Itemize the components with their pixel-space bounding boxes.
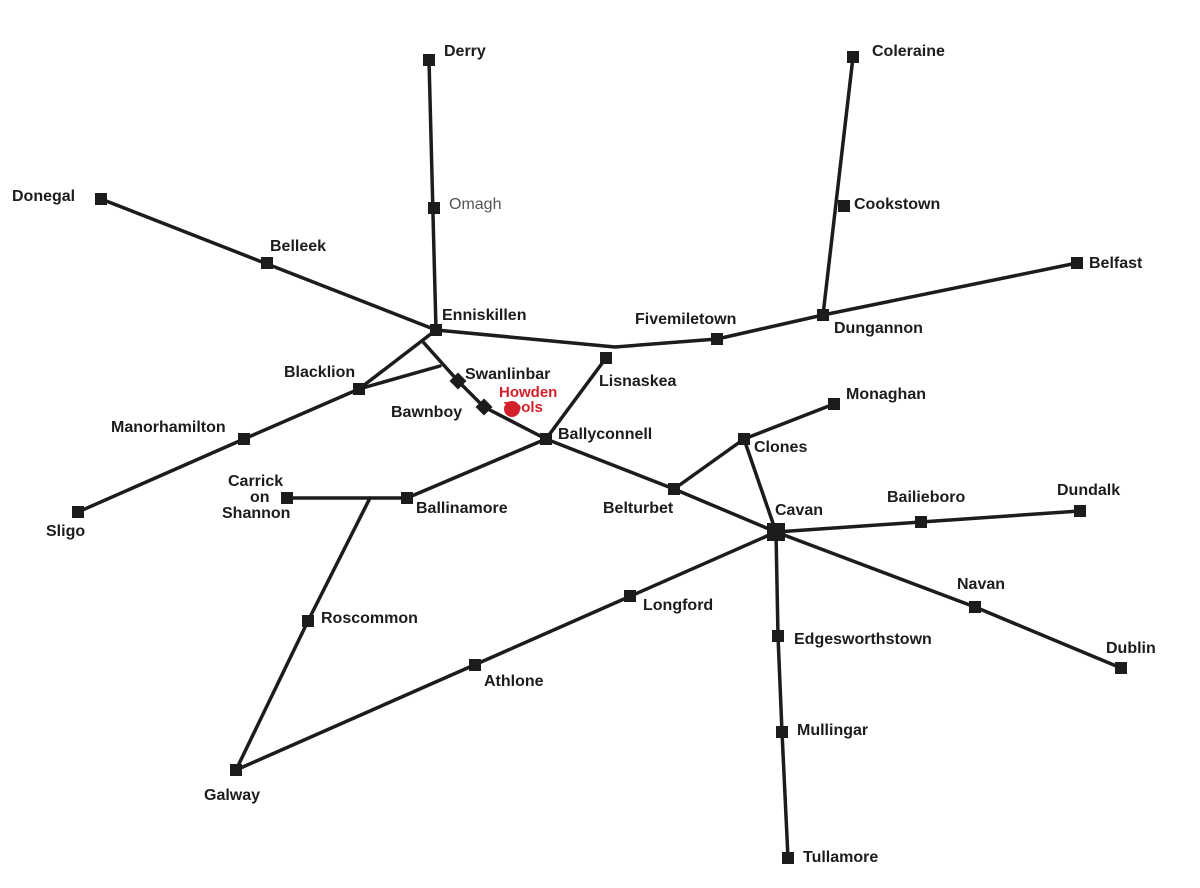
- town-marker-mullingar: [776, 726, 788, 738]
- town-marker-fivemiletown: [711, 333, 723, 345]
- label-roscommon: Roscommon: [321, 610, 418, 627]
- label-omagh: Omagh: [449, 196, 501, 213]
- location-label-line1: Howden: [499, 384, 557, 401]
- town-marker-omagh: [428, 202, 440, 214]
- road-derry-enniskillen: [427, 58, 438, 332]
- road-enniskillen-cavan: [422, 341, 778, 534]
- label-tullamore: Tullamore: [803, 849, 878, 866]
- road-blacklion-swanlinbar: [357, 364, 442, 391]
- label-sligo: Sligo: [46, 523, 85, 540]
- town-marker-navan: [969, 601, 981, 613]
- label-derry: Derry: [444, 43, 486, 60]
- town-marker-longford: [624, 590, 636, 602]
- town-marker-roscommon: [302, 615, 314, 627]
- label-swanlinbar: Swanlinbar: [465, 366, 550, 383]
- label-coleraine: Coleraine: [872, 43, 945, 60]
- label-fivemiletown: Fivemiletown: [635, 311, 736, 328]
- road-coleraine-dungannon: [821, 55, 855, 317]
- location-label: Howden Tools: [499, 384, 557, 416]
- town-marker-derry: [423, 54, 435, 66]
- location-marker[interactable]: [504, 401, 520, 417]
- town-marker-bawnboy: [475, 398, 493, 416]
- town-marker-carrick: [281, 492, 293, 504]
- town-marker-ballyconnell: [540, 433, 552, 445]
- label-carrick-1: Carrick: [228, 473, 283, 490]
- label-dundalk: Dundalk: [1057, 482, 1120, 499]
- road-clones-cavan: [742, 437, 778, 534]
- road-cavan-tullamore: [774, 530, 790, 860]
- town-marker-belturbet: [668, 483, 680, 495]
- road-ballyconnell-lisnaskea: [544, 356, 608, 441]
- town-marker-cavan: [767, 523, 785, 541]
- label-athlone: Athlone: [484, 673, 544, 690]
- town-labels: Derry Coleraine Omagh Cookstown Donegal …: [12, 43, 1156, 866]
- label-carrick-3: Shannon: [222, 505, 290, 522]
- town-markers: [72, 51, 1127, 864]
- town-marker-monaghan: [828, 398, 840, 410]
- town-marker-blacklion: [353, 383, 365, 395]
- town-marker-swanlinbar: [449, 372, 467, 390]
- town-marker-donegal: [95, 193, 107, 205]
- town-marker-dublin: [1115, 662, 1127, 674]
- label-lisnaskea: Lisnaskea: [599, 373, 676, 390]
- label-longford: Longford: [643, 597, 713, 614]
- label-ballyconnell: Ballyconnell: [558, 426, 652, 443]
- label-bawnboy: Bawnboy: [391, 404, 462, 421]
- label-carrick-2: on: [250, 489, 270, 506]
- town-marker-dundalk: [1074, 505, 1086, 517]
- town-marker-coleraine: [847, 51, 859, 63]
- town-marker-tullamore: [782, 852, 794, 864]
- town-marker-belfast: [1071, 257, 1083, 269]
- label-bailieboro: Bailieboro: [887, 489, 965, 506]
- road-enniskillen-dungannon: [434, 313, 825, 349]
- label-dublin: Dublin: [1106, 640, 1156, 657]
- town-marker-athlone: [469, 659, 481, 671]
- label-belturbet: Belturbet: [603, 500, 674, 517]
- location-label-line2: Tools: [504, 399, 543, 416]
- label-ballinamore: Ballinamore: [416, 500, 508, 517]
- road-ballyconnell-carrick: [285, 437, 548, 500]
- road-dungannon-belfast: [821, 261, 1079, 317]
- label-cavan: Cavan: [775, 502, 823, 519]
- label-monaghan: Monaghan: [846, 386, 926, 403]
- label-dungannon: Dungannon: [834, 320, 923, 337]
- label-clones: Clones: [754, 439, 807, 456]
- town-marker-edgesworthstown: [772, 630, 784, 642]
- label-enniskillen: Enniskillen: [442, 307, 526, 324]
- town-marker-dungannon: [817, 309, 829, 321]
- town-marker-clones: [738, 433, 750, 445]
- town-marker-sligo: [72, 506, 84, 518]
- label-manorhamilton: Manorhamilton: [111, 419, 226, 436]
- town-marker-lisnaskea: [600, 352, 612, 364]
- road-galway-cavan: [234, 530, 778, 772]
- roads: [76, 55, 1123, 860]
- label-edgesworthstown: Edgesworthstown: [794, 631, 932, 648]
- label-galway: Galway: [204, 787, 260, 804]
- town-marker-galway: [230, 764, 242, 776]
- label-donegal: Donegal: [12, 188, 75, 205]
- label-navan: Navan: [957, 576, 1005, 593]
- road-enniskillen-sligo: [76, 328, 438, 514]
- label-belleek: Belleek: [270, 238, 326, 255]
- town-marker-bailieboro: [915, 516, 927, 528]
- town-marker-belleek: [261, 257, 273, 269]
- label-blacklion: Blacklion: [284, 364, 355, 381]
- town-marker-ballinamore: [401, 492, 413, 504]
- label-belfast: Belfast: [1089, 255, 1143, 272]
- town-marker-enniskillen: [430, 324, 442, 336]
- label-mullingar: Mullingar: [797, 722, 868, 739]
- town-marker-cookstown: [838, 200, 850, 212]
- town-marker-manorhamilton: [238, 433, 250, 445]
- label-cookstown: Cookstown: [854, 196, 940, 213]
- road-ballinamore-galway: [234, 496, 372, 772]
